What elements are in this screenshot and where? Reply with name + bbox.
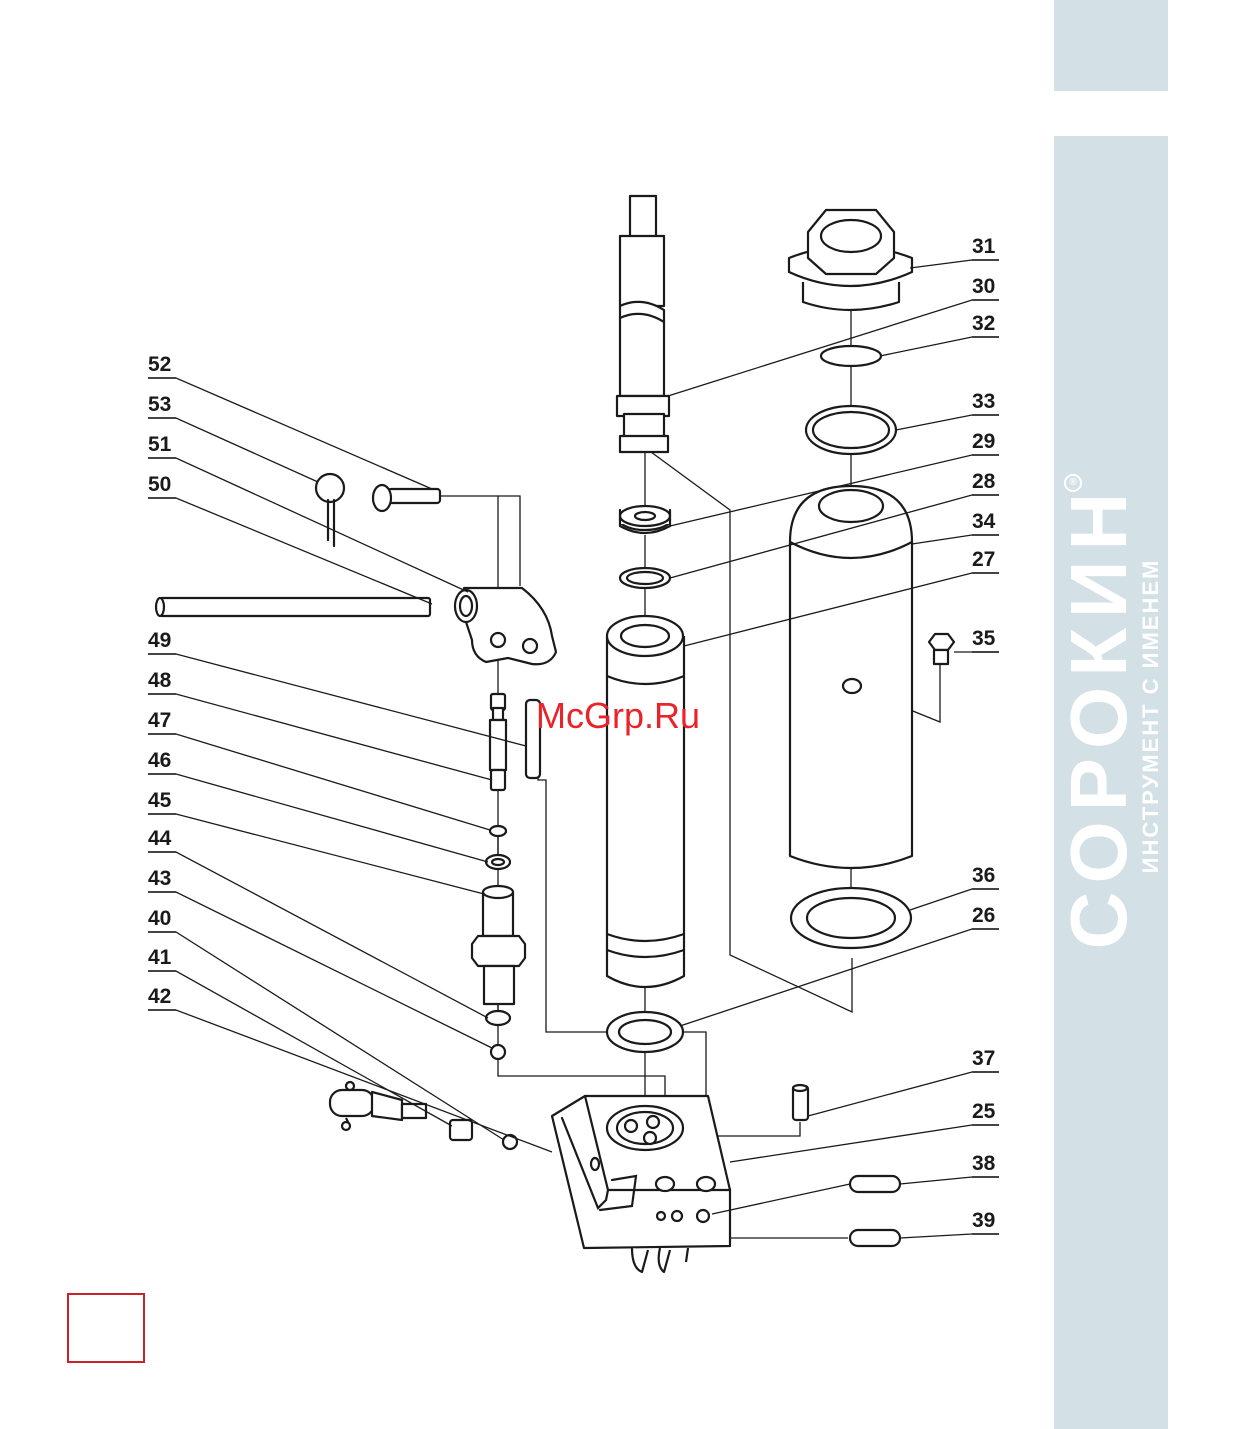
part-51-handle-socket: [455, 588, 556, 664]
part-28-oring: [620, 568, 670, 588]
callout-47: 47: [148, 709, 171, 732]
part-45-pump-cylinder: [472, 886, 525, 1004]
callout-31: 31: [972, 235, 996, 258]
callout-33: 33: [972, 390, 995, 413]
watermark: McGrp.Ru: [536, 695, 700, 737]
callout-26: 26: [972, 904, 995, 927]
part-36-seal-ring: [791, 888, 911, 948]
callout-36: 36: [972, 864, 995, 887]
part-50-handle-bar: [156, 598, 430, 616]
callout-44: 44: [148, 827, 172, 850]
part-48-pump-plunger: [490, 694, 506, 790]
part-44-oring: [486, 1011, 510, 1025]
callout-34: 34: [972, 510, 996, 533]
callout-42: 42: [148, 985, 171, 1008]
part-38-plug: [850, 1176, 900, 1192]
part-41-bushing: [450, 1120, 472, 1140]
part-30-piston-rod: [617, 196, 669, 452]
part-25-base: [552, 1096, 730, 1272]
callout-53: 53: [148, 393, 171, 416]
callout-50: 50: [148, 473, 171, 496]
callouts-left: 52 53 51 50 49 48 47 46 45 44 43 40 41 4…: [148, 353, 176, 1010]
callout-49: 49: [148, 629, 171, 652]
callout-30: 30: [972, 275, 995, 298]
callout-40: 40: [148, 907, 171, 930]
part-46-washer: [486, 855, 510, 869]
part-37-plug: [793, 1085, 808, 1120]
callout-46: 46: [148, 749, 171, 772]
part-34-reservoir: [790, 486, 912, 868]
callout-28: 28: [972, 470, 996, 493]
part-26-seal-ring: [607, 1012, 683, 1052]
page-number-box: [67, 1293, 145, 1363]
part-53-cotter-pin: [316, 474, 344, 546]
callout-25: 25: [972, 1100, 996, 1123]
callout-48: 48: [148, 669, 172, 692]
callout-41: 41: [148, 946, 172, 969]
callout-35: 35: [972, 627, 996, 650]
part-40-ball: [503, 1135, 517, 1149]
callout-27: 27: [972, 548, 995, 571]
callouts-right: 31 30 32 33 29 28 34 27 35 36 26 37 25 3…: [972, 235, 999, 1234]
callout-38: 38: [972, 1152, 996, 1175]
callout-52: 52: [148, 353, 171, 376]
part-33-seal-ring: [806, 406, 896, 454]
part-47-oring: [490, 826, 506, 836]
part-32-oring: [821, 346, 881, 366]
callout-37: 37: [972, 1047, 995, 1070]
part-42-release-valve: [330, 1082, 426, 1130]
part-29-washer: [620, 506, 670, 533]
part-27-cylinder: [607, 616, 684, 987]
callout-32: 32: [972, 312, 995, 335]
part-31-top-nut: [789, 210, 912, 310]
part-43-ball: [491, 1045, 505, 1059]
callout-29: 29: [972, 430, 995, 453]
callout-45: 45: [148, 789, 172, 812]
callout-51: 51: [148, 433, 172, 456]
part-52-pin: [373, 485, 440, 511]
part-39-plug: [850, 1230, 900, 1246]
part-35-bolt: [929, 634, 954, 664]
callout-43: 43: [148, 867, 171, 890]
callout-39: 39: [972, 1209, 995, 1232]
